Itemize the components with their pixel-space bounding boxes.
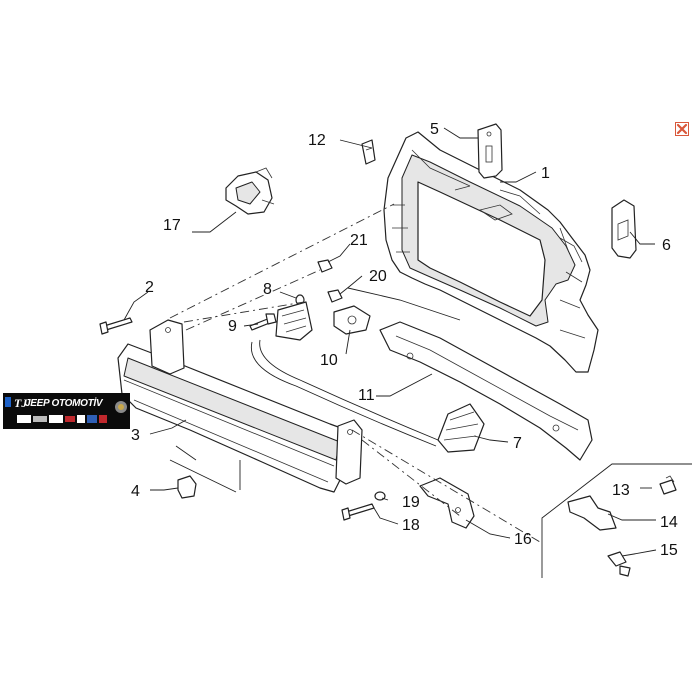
part-10-bracket xyxy=(333,305,371,335)
callout-2: 2 xyxy=(145,279,154,296)
callout-13: 13 xyxy=(612,482,630,499)
part-20-bolt xyxy=(327,289,343,303)
callout-4: 4 xyxy=(131,483,140,500)
callout-10: 10 xyxy=(320,352,338,369)
part-4-spacer xyxy=(177,475,197,499)
callout-9: 9 xyxy=(228,318,237,335)
part-9-bolt xyxy=(249,313,277,331)
callout-5: 5 xyxy=(430,121,439,138)
part-16-bracket xyxy=(419,477,475,529)
brand-logos-icon xyxy=(5,397,127,423)
part-3-bumper-beam xyxy=(117,319,363,493)
callout-18: 18 xyxy=(402,517,420,534)
inset-box xyxy=(541,463,692,578)
callout-labels: 1 2 3 4 5 6 7 8 9 10 11 12 13 14 15 16 1… xyxy=(131,121,678,559)
callout-3: 3 xyxy=(131,427,140,444)
callout-8: 8 xyxy=(263,281,272,298)
callout-11: 11 xyxy=(358,387,375,404)
watermark-brand: JEEP OTOMOTİV xyxy=(25,398,103,409)
watermark-logo: TJ JEEP OTOMOTİV xyxy=(3,393,130,429)
part-13-screw xyxy=(659,475,677,495)
callout-7: 7 xyxy=(513,435,522,452)
assembly-lines xyxy=(169,203,541,543)
leader-lines xyxy=(123,127,657,557)
callout-15: 15 xyxy=(660,542,678,559)
part-5-plate xyxy=(477,123,503,179)
part-11-bar xyxy=(379,321,593,461)
callout-1: 1 xyxy=(541,165,550,182)
part-15-pushpin xyxy=(607,551,631,577)
part-18-bolt xyxy=(341,503,375,521)
callout-21: 21 xyxy=(350,232,368,249)
close-x-icon xyxy=(676,123,688,135)
part-21-bolt xyxy=(317,259,333,273)
part-12-clip xyxy=(361,139,376,165)
callout-19: 19 xyxy=(402,494,420,511)
callout-17: 17 xyxy=(163,217,181,234)
watermark-initials: TJ xyxy=(14,396,28,410)
callout-20: 20 xyxy=(369,268,387,285)
part-7-crash-boxes xyxy=(250,301,485,453)
callout-14: 14 xyxy=(660,514,678,531)
callout-16: 16 xyxy=(514,531,532,548)
callout-6: 6 xyxy=(662,237,671,254)
callout-12: 12 xyxy=(308,132,326,149)
part-front-end-carrier xyxy=(383,131,599,373)
part-6-plate xyxy=(611,199,637,259)
part-2-bolt xyxy=(99,317,133,335)
close-button[interactable] xyxy=(675,122,689,136)
part-17-bracket xyxy=(225,167,275,215)
part-14-bracket xyxy=(567,495,617,531)
